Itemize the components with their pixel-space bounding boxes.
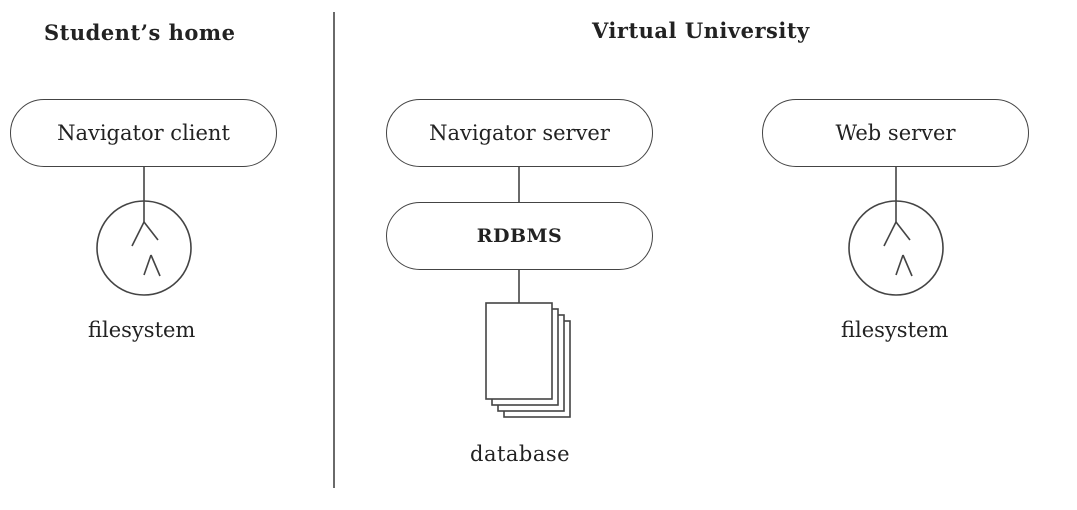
filesystem-icon [96,200,192,296]
navigator-server-label: Navigator server [429,121,610,145]
web-server-label: Web server [835,121,956,145]
filesystem-label-right: filesystem [841,318,949,342]
filesystem-icon [848,200,944,296]
navigator-client-node: Navigator client [10,99,277,167]
virtual-university-heading: Virtual University [592,18,810,43]
section-divider [333,12,335,488]
navigator-client-label: Navigator client [57,121,230,145]
database-label: database [470,442,571,466]
rdbms-node: RDBMS [386,202,653,270]
web-server-node: Web server [762,99,1029,167]
navigator-server-node: Navigator server [386,99,653,167]
rdbms-label: RDBMS [476,225,563,247]
database-icon [485,302,571,418]
filesystem-label-left: filesystem [88,318,196,342]
students-home-heading: Student’s home [44,20,236,45]
